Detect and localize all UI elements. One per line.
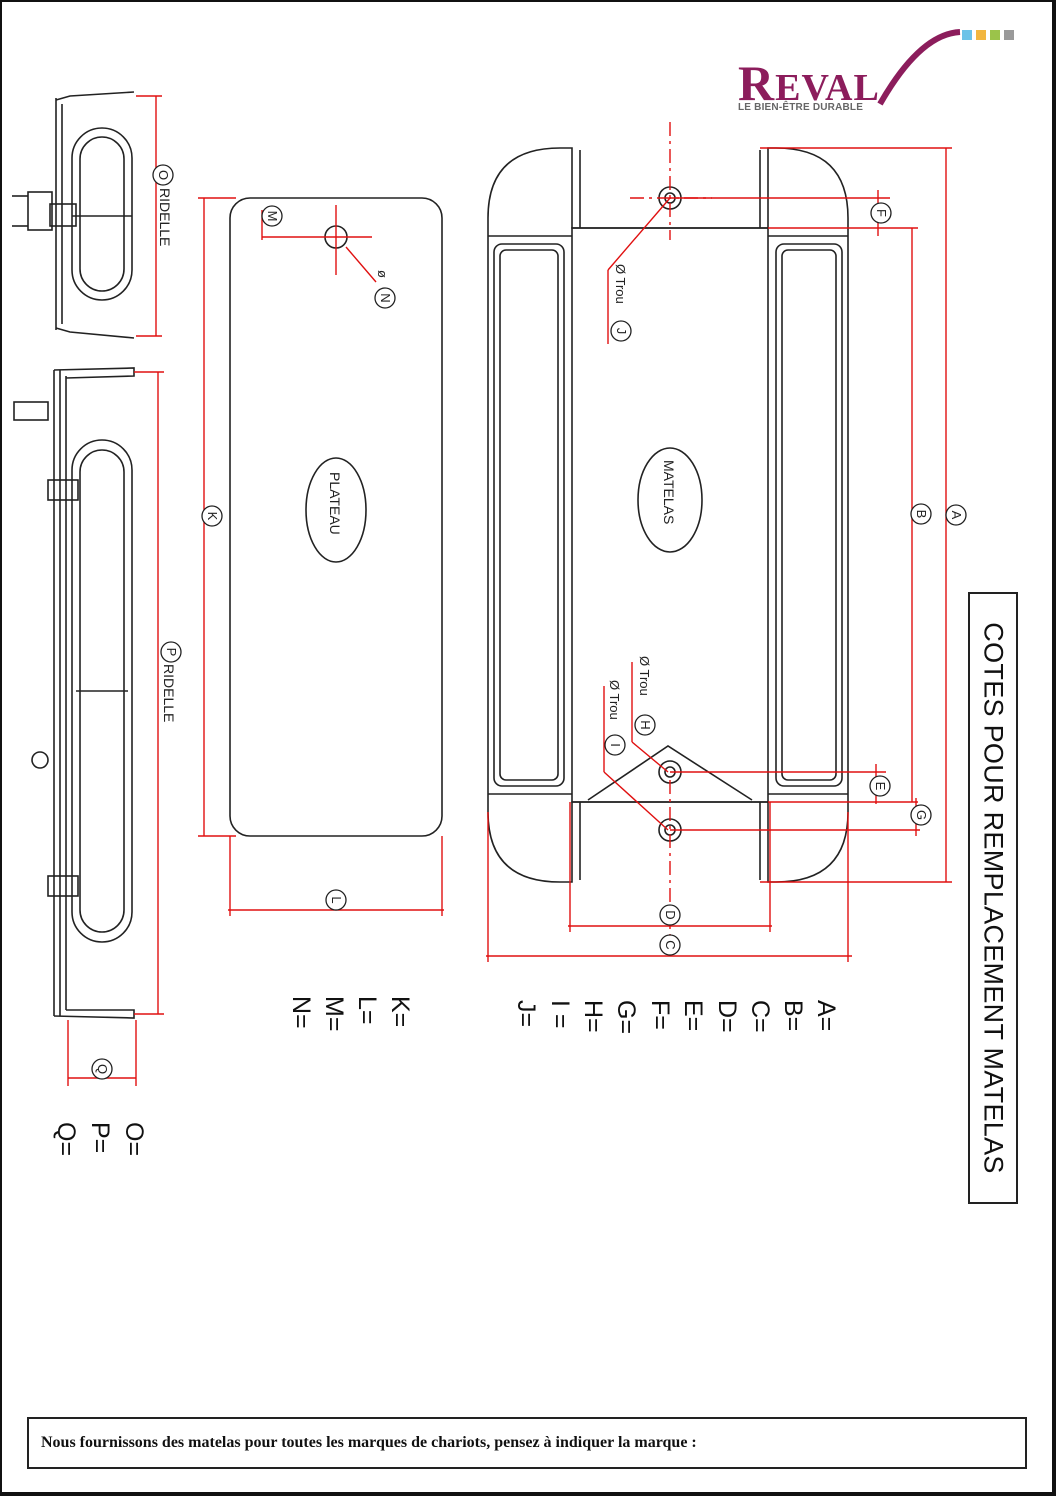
footer-box: Nous fournissons des matelas pour toutes… (27, 1417, 1027, 1469)
letter-h: H (638, 720, 653, 729)
field-d[interactable]: D= (713, 1000, 741, 1033)
dia-n-label: ø (375, 270, 390, 278)
letter-c: C (663, 940, 678, 949)
field-j[interactable]: J= (512, 1000, 540, 1028)
field-b[interactable]: B= (779, 1000, 807, 1032)
trou-j-label: Ø Trou (613, 264, 628, 304)
footer-text: Nous fournissons des matelas pour toutes… (41, 1434, 697, 1451)
field-k[interactable]: K= (386, 996, 414, 1028)
field-c[interactable]: C= (746, 1000, 774, 1033)
field-a[interactable]: A= (812, 1000, 840, 1032)
field-i[interactable]: I = (546, 1000, 574, 1029)
logo-square-3 (990, 30, 1000, 40)
logo-tagline: LE BIEN-ÊTRE DURABLE (738, 102, 864, 113)
field-q[interactable]: Q= (52, 1122, 80, 1157)
letter-i: I (608, 743, 623, 747)
field-l[interactable]: L= (353, 996, 381, 1025)
trou-i-label: Ø Trou (607, 680, 622, 720)
field-e[interactable]: E= (679, 1000, 707, 1032)
trou-h-label: Ø Trou (637, 656, 652, 696)
field-p[interactable]: P= (86, 1122, 114, 1154)
letter-o: O (156, 170, 171, 180)
logo-square-1 (962, 30, 972, 40)
logo-square-4 (1004, 30, 1014, 40)
letter-marker-text: O P Q K L M N A B F E G D C J H I (95, 170, 964, 1074)
reval-logo: REVAL LE BIEN-ÊTRE DURABLE (730, 24, 1030, 124)
letter-q: Q (95, 1064, 110, 1074)
letter-e: E (873, 782, 888, 791)
plateau-label: PLATEAU (327, 472, 343, 535)
field-f[interactable]: F= (646, 1000, 674, 1030)
letter-k: K (205, 512, 220, 521)
letter-p: P (164, 648, 179, 657)
ridelle-o-label: RIDELLE (157, 188, 173, 246)
logo-swoosh (877, 29, 961, 106)
logo-wordmark: REVAL (738, 55, 880, 111)
letter-markers (91, 164, 967, 1080)
ridelle-p-label: RIDELLE (161, 664, 177, 722)
field-g[interactable]: G= (612, 1000, 640, 1035)
ridelle-side-view (13, 367, 135, 1019)
field-h[interactable]: H= (579, 1000, 607, 1033)
letter-a: A (949, 511, 964, 520)
matelas-label: MATELAS (661, 460, 677, 524)
field-n[interactable]: N= (287, 996, 315, 1029)
letter-j: J (614, 328, 629, 335)
title-box: COTES POUR REMPLACEMENT MATELAS (968, 592, 1018, 1204)
letter-m: M (265, 211, 280, 222)
letter-l: L (329, 896, 344, 903)
ridelle-top-view (12, 91, 135, 339)
field-m[interactable]: M= (320, 996, 348, 1032)
drawing-labels: RIDELLE RIDELLE PLATEAU MATELAS Ø Trou Ø… (157, 188, 677, 722)
page-title: COTES POUR REMPLACEMENT MATELAS (978, 622, 1009, 1174)
letter-b: B (914, 510, 929, 519)
letter-g: G (914, 810, 929, 820)
letter-n: N (378, 293, 393, 302)
letter-d: D (663, 910, 678, 919)
letter-f: F (874, 209, 889, 217)
field-o[interactable]: O= (120, 1122, 148, 1157)
logo-square-2 (976, 30, 986, 40)
